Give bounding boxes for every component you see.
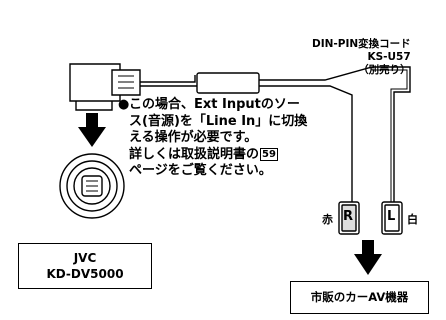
cable-ferrite [196, 72, 260, 94]
head-unit-box: JVC KD-DV5000 [18, 243, 152, 289]
instruction-line: える操作が必要です。 [129, 130, 258, 145]
instruction-line: 詳しくは取扱説明書の [129, 146, 260, 162]
red-label: 赤 [322, 213, 333, 226]
av-jack-connector [59, 153, 125, 219]
plug-r-letter: R [343, 209, 354, 224]
cable-name: DIN-PIN変換コード [312, 38, 411, 50]
head-unit-brand: JVC [73, 251, 97, 265]
plug-l-letter: L [387, 209, 396, 224]
rca-plug-r [338, 201, 360, 235]
din-cable [140, 75, 196, 83]
head-unit-model: KD-DV5000 [46, 267, 124, 281]
down-arrow-left [78, 113, 106, 147]
cable-label: DIN-PIN変換コード KS-U57 （別売り） [312, 38, 411, 77]
cable-lower-wire [259, 85, 353, 205]
external-device-box: 市販のカーAV機器 [290, 281, 429, 314]
down-arrow-right [354, 240, 382, 275]
instruction-note: ● この場合、Ext Inputのソー ス(音源)を「Line In」に切換 え… [118, 97, 307, 180]
bullet-marker: ● [118, 97, 130, 112]
cable-note: （別売り） [358, 64, 411, 76]
cable-upper-wire [259, 66, 411, 205]
page-reference: 59 [260, 147, 278, 161]
cable-model: KS-U57 [367, 51, 411, 63]
white-label: 白 [407, 213, 418, 226]
instruction-line: ページをご覧ください。 [129, 163, 272, 178]
external-device-label: 市販のカーAV機器 [310, 290, 409, 304]
instruction-line: ス(音源)を「Line In」に切換 [129, 113, 308, 129]
rca-plug-l [381, 201, 403, 235]
din-connector-body [69, 63, 121, 102]
instruction-line: この場合、Ext Inputのソー [129, 97, 300, 112]
